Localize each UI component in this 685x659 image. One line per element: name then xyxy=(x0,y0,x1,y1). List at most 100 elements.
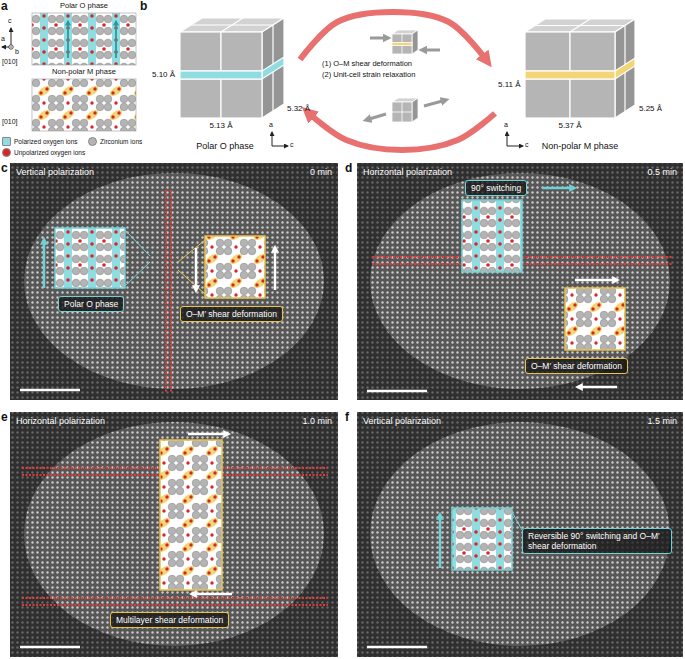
panel-a-axes-part xyxy=(10,46,11,47)
hrtem-panel-d-part xyxy=(370,173,670,389)
relaxation-mini-cube-part xyxy=(412,98,418,122)
panel-b-axes-part xyxy=(507,132,508,146)
dimension: 5.37 Å xyxy=(558,121,581,130)
relaxation-mini-cube-part xyxy=(392,112,412,113)
panel-a-lattices-part xyxy=(32,13,136,65)
hrtem-panel-c xyxy=(10,163,338,400)
node-text: O–M′ shear deformation xyxy=(531,361,622,371)
shear-mini-cube-part xyxy=(392,34,412,54)
dimension: 5.25 Å xyxy=(639,104,662,113)
phase-transition-arrow xyxy=(300,12,486,60)
node-text: Polar O phase xyxy=(64,299,118,309)
panel-b-axes xyxy=(272,132,523,146)
polarization-state: Horizontal polarization xyxy=(16,416,105,426)
switching-callout: 90° switching xyxy=(465,180,527,196)
zone-axis: [010] xyxy=(2,58,18,66)
relaxation-mini-cube-part xyxy=(392,102,412,122)
hrtem-panel-d-part xyxy=(357,163,683,400)
panel-a-lattices-part xyxy=(67,22,69,58)
time-stamp: 0 min xyxy=(310,167,332,177)
m-phase-cell-block-part xyxy=(615,58,635,79)
hrtem-panel-c-part xyxy=(125,262,150,286)
hrtem-panel-c-part xyxy=(24,173,324,389)
polarization-state: Horizontal polarization xyxy=(363,167,452,177)
axis-label: c xyxy=(290,141,294,149)
connector-group xyxy=(300,12,495,150)
hrtem-panel-d-part xyxy=(542,187,574,190)
panel-b-axes-part xyxy=(507,146,523,147)
panel-a-lattices-part xyxy=(115,22,117,58)
step-note: (2) Unit-cell strain relaxation xyxy=(322,71,415,80)
m-phase-cell-block-part xyxy=(535,25,625,26)
shear-callout: O–M′ shear deformation xyxy=(525,358,628,374)
hrtem-panel-f-part xyxy=(439,515,442,568)
step-note: (1) O–M shear deformation xyxy=(322,60,412,69)
shear-mini-cube xyxy=(370,30,440,54)
hrtem-panel-e-part xyxy=(22,597,328,599)
zone-axis: [010] xyxy=(2,118,18,126)
o-phase-cell-block-part xyxy=(191,24,273,25)
panel-letter: a xyxy=(1,0,8,14)
panel-a-axes-part xyxy=(11,28,12,47)
phase-title: Polar O phase xyxy=(60,2,108,11)
hrtem-panel-e-part xyxy=(188,433,228,436)
hrtem-panel-c-part xyxy=(10,163,338,400)
axis-label: a xyxy=(504,121,508,129)
dimension: 5.32 Å xyxy=(287,104,310,113)
node-text: O–M′ shear deformation xyxy=(186,309,277,319)
hrtem-panel-c-part xyxy=(24,173,324,389)
node-text: Non-polar M phase xyxy=(542,141,619,151)
hrtem-panel-f-part xyxy=(367,646,427,649)
panel-b-axes-part xyxy=(272,146,288,147)
dimension: 5.13 Å xyxy=(209,121,232,130)
polarization-state: Vertical polarization xyxy=(16,167,94,177)
panel-letter: c xyxy=(1,162,8,176)
hrtem-panel-c-part xyxy=(274,248,277,290)
node-text: Multilayer shear deformation xyxy=(116,615,223,625)
node-text: Reversible 90° switching and O–M′ shear … xyxy=(528,531,666,551)
shear-mini-cube-part xyxy=(422,49,440,52)
hrtem-panel-d-part xyxy=(462,200,522,272)
hrtem-panel-e-part xyxy=(20,646,80,649)
hrtem-panel-e-part xyxy=(24,422,324,646)
hrtem-panel-f-part xyxy=(452,508,512,570)
time-stamp: 0.5 min xyxy=(647,167,677,177)
hrtem-panel-e-part xyxy=(10,412,338,657)
hrtem-panel-c-part xyxy=(125,230,150,256)
shear-mini-cube-part xyxy=(392,43,412,46)
phase-transition-arrow xyxy=(309,113,495,150)
o-phase-cell-block-part xyxy=(262,57,284,79)
o-phase-cell-block-part xyxy=(221,79,262,118)
hrtem-panel-d-part xyxy=(575,279,617,282)
relaxation-mini-cube xyxy=(366,98,446,122)
hrtem-panel-d-part xyxy=(578,386,617,389)
panel-letter: e xyxy=(1,411,8,425)
panel-a-lattices xyxy=(32,13,136,131)
hrtem-panel-d xyxy=(357,163,683,400)
phase-callout: Polar O phase xyxy=(58,296,124,312)
o-phase-cell-block xyxy=(180,18,284,118)
hrtem-panel-d-part xyxy=(370,173,670,389)
o-phase-cell-block-part xyxy=(180,32,221,71)
hrtem-panel-c-part xyxy=(43,240,46,288)
hrtem-panel-e-part xyxy=(160,440,222,590)
m-phase-cell-block-part xyxy=(525,71,615,79)
hrtem-panel-d-part xyxy=(565,288,625,350)
m-phase-cell-block-part xyxy=(615,19,635,118)
switching-callout: Reversible 90° switching and O–M′ shear … xyxy=(522,528,672,554)
shear-callout: Multilayer shear deformation xyxy=(110,612,229,628)
relaxation-mini-cube-part xyxy=(424,100,446,106)
hrtem-panel-f-part xyxy=(357,412,683,657)
polarization-state: Vertical polarization xyxy=(363,416,441,426)
panel-letter: b xyxy=(140,0,147,14)
phase-title: Non-polar M phase xyxy=(52,68,116,77)
phase-cell-illustration: Non-polar M phase xyxy=(495,14,665,152)
hrtem-panel-d-part xyxy=(367,390,427,393)
m-phase-cell-block-part xyxy=(570,32,615,71)
shear-mini-cube-part xyxy=(370,37,388,40)
m-phase-cell-block xyxy=(525,19,635,118)
node-text: Polar O phase xyxy=(196,141,254,151)
legend-text: Polarized oxygen ions xyxy=(14,138,78,145)
hrtem-panel-e-part xyxy=(24,422,324,646)
axis-label: c xyxy=(8,17,12,25)
